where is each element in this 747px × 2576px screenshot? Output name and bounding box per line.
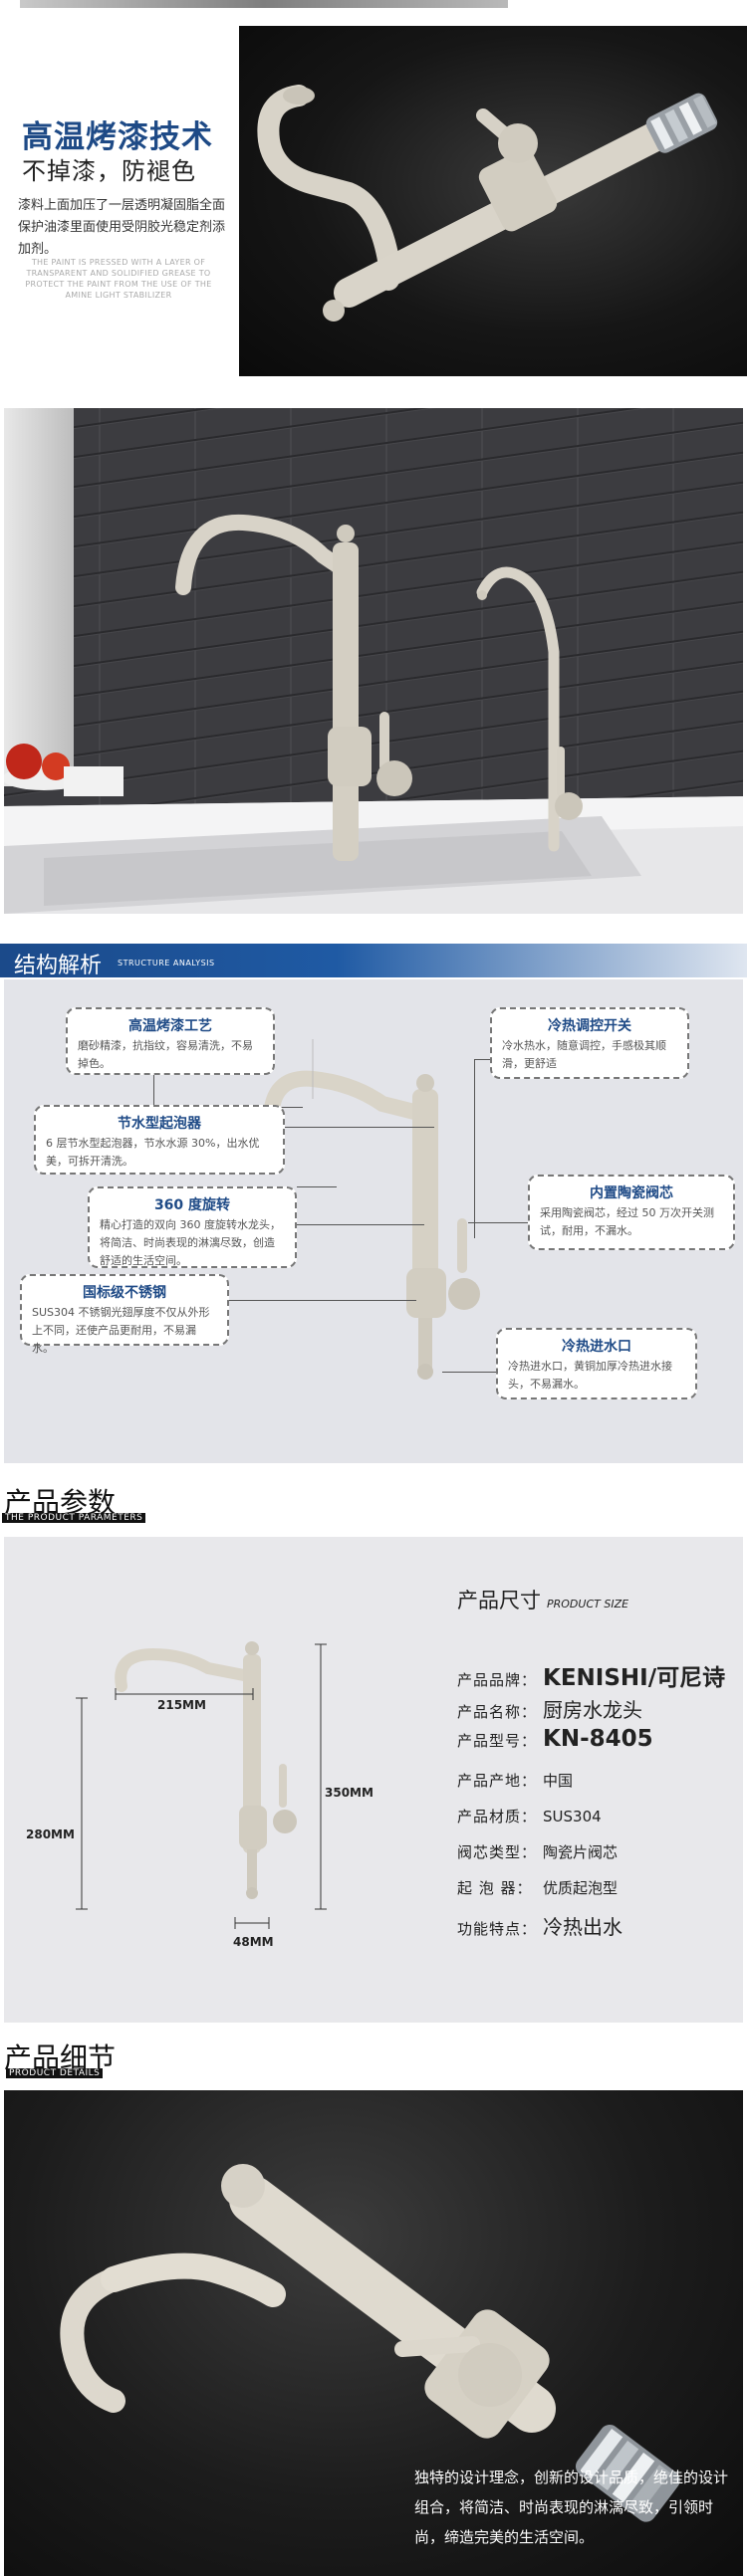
product-parameters-subtitle: THE PRODUCT PARAMETERS [2,1513,146,1523]
callout-temperature-switch: 冷热调控开关 冷水热水，随意调控，手感极其顺滑，更舒适 [490,1007,689,1079]
spec-aerator: 起 泡 器：优质起泡型 [457,1879,619,1897]
kitchen-scene-photo [4,408,743,914]
structure-analysis-header: 结构解析 STRUCTURE ANALYSIS [0,944,747,978]
callout-water-inlet: 冷热进水口 冷热进水口，黄铜加厚冷热进水接头，不易漏水。 [496,1328,697,1399]
structure-analysis-panel: 高温烤漆工艺 磨砂精漆，抗指纹，容易清洗，不易掉色。 节水型起泡器 6 层节水型… [4,979,743,1463]
structure-analysis-title: 结构解析 [14,954,103,978]
callout-ceramic-cartridge: 内置陶瓷阀芯 采用陶瓷阀芯，经过 50 万次开关测试，耐用，不漏水。 [528,1175,735,1250]
product-details-subtitle: PRODUCT DETAILS [6,2068,104,2078]
dim-total-height: 350MM [325,1786,374,1800]
dim-reach: 215MM [157,1698,206,1712]
spec-brand: 产品品牌：KENISHI/可尼诗 [457,1665,726,1691]
paint-tech-description: 漆料上面加压了一层透明凝固脂全面保护油漆里面使用受阴胶光稳定剂添加剂。 [18,198,226,257]
callout-stainless-steel: 国标级不锈钢 SUS304 不锈钢光翅厚度不仅从外形上不同，还使产品更耐用，不易… [20,1274,229,1355]
paint-tech-title: 高温烤漆技术 [22,119,213,155]
faucet-detail-photo [4,2090,743,2576]
dimension-illustration [76,1641,327,1929]
spec-function: 功能特点：冷热出水 [457,1915,622,1939]
top-photo-strip [0,0,747,10]
structure-faucet-illustration [263,1039,480,1380]
structure-analysis-subtitle: STRUCTURE ANALYSIS [118,959,215,967]
spec-cartridge: 阀芯类型：陶瓷片阀芯 [457,1843,619,1861]
dim-base: 48MM [233,1935,274,1949]
paint-tech-english: THE PAINT IS PRESSED WITH A LAYER OF TRA… [25,258,212,300]
dim-spout-height: 280MM [26,1827,75,1841]
faucet-closeup-photo [239,26,747,376]
spec-origin: 产品产地：中国 [457,1772,574,1790]
spec-model: 产品型号：KN-8405 [457,1726,653,1752]
callout-aerator: 节水型起泡器 6 层节水型起泡器，节水水源 30%，出水优美，可拆开清洗。 [34,1105,285,1175]
product-details-caption: 独特的设计理念，创新的设计品质，绝佳的设计组合，将简洁、时尚表现的淋漓尽致，引领… [414,2469,729,2546]
spec-name: 产品名称：厨房水龙头 [457,1698,642,1722]
callout-paint-process: 高温烤漆工艺 磨砂精漆，抗指纹，容易清洗，不易掉色。 [66,1007,275,1075]
callout-360-rotation: 360 度旋转 精心打造的双向 360 度旋转水龙头，将简洁、时尚表现的淋漓尽致… [88,1186,297,1268]
paint-tech-subtitle: 不掉漆，防褪色 [22,157,196,185]
spec-material: 产品材质：SUS304 [457,1808,602,1825]
